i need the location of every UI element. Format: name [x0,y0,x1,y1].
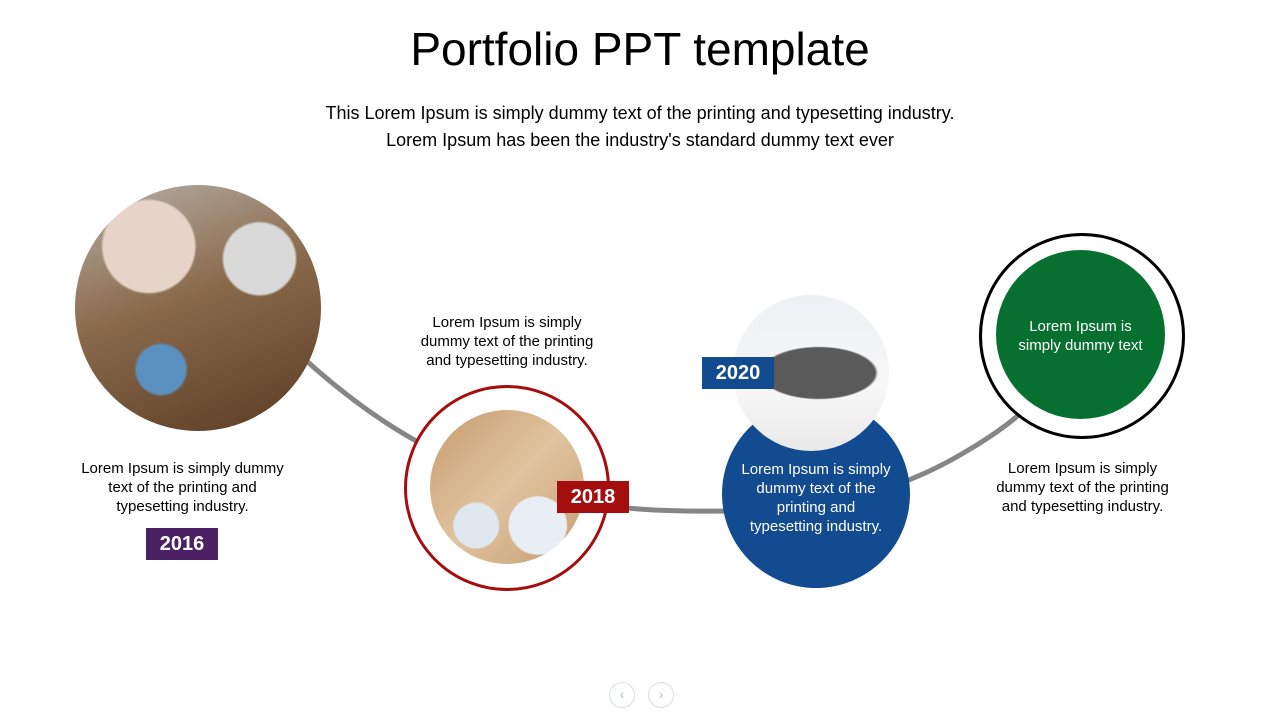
subtitle-line-2: Lorem Ipsum has been the industry's stan… [386,130,894,150]
year-badge-2018: 2018 [557,481,629,513]
year-badge-2020: 2020 [702,357,774,389]
next-slide-button[interactable]: › [648,682,674,708]
milestone-2016-text: Lorem Ipsum is simply dummy text of the … [81,460,284,515]
subtitle-line-1: This Lorem Ipsum is simply dummy text of… [325,103,955,123]
year-badge-2016: 2016 [146,528,218,560]
circle-final [996,250,1165,419]
milestone-2018-text: Lorem Ipsum is simply dummy text of the … [420,314,594,369]
prev-slide-button[interactable]: ‹ [609,682,635,708]
milestone-2020-text: Lorem Ipsum is simply dummy text of the … [741,461,891,535]
slide-title: Portfolio PPT template [410,23,870,75]
slide-subtitle: This Lorem Ipsum is simply dummy text of… [240,100,1040,154]
final-circle-text: Lorem Ipsum is simply dummy text [1018,318,1143,354]
photo-writing-notes [75,185,321,431]
milestone-final-text: Lorem Ipsum is simply dummy text of the … [996,460,1169,515]
